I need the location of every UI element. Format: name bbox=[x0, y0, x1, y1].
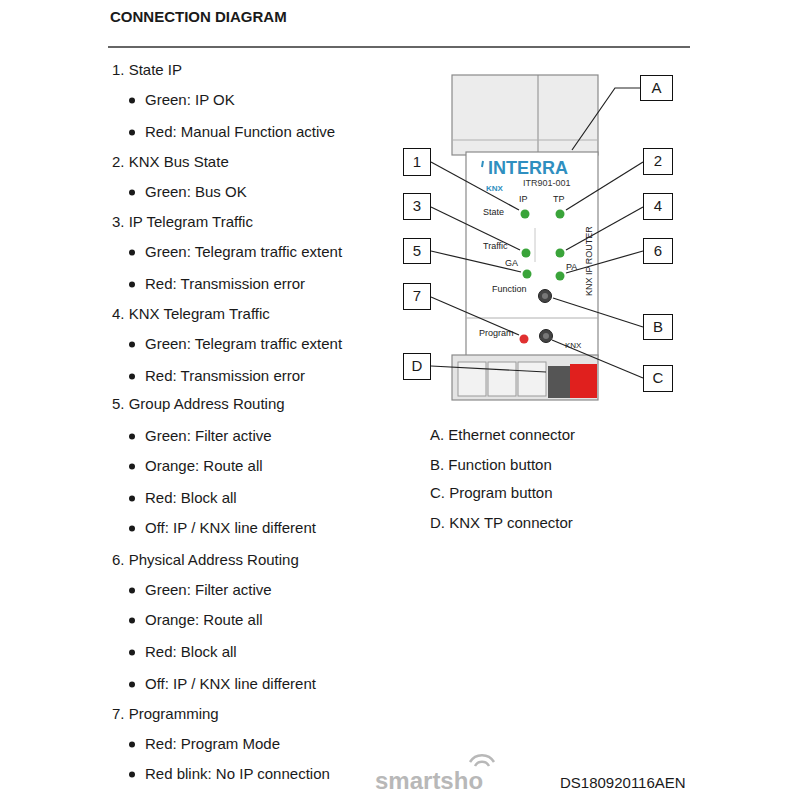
callout-box: B bbox=[643, 314, 673, 340]
list-item: Green: Filter active bbox=[145, 427, 272, 445]
led-label: PA bbox=[566, 262, 577, 273]
bullet-dot bbox=[129, 772, 135, 778]
list-item: Green: Telegram traffic extent bbox=[145, 243, 342, 261]
bullet-dot bbox=[129, 742, 135, 748]
list-heading: 3. IP Telegram Traffic bbox=[112, 213, 253, 231]
callout-box: A bbox=[640, 75, 673, 101]
list-item: Off: IP / KNX line different bbox=[145, 675, 316, 693]
list-heading: 4. KNX Telegram Traffic bbox=[112, 305, 270, 323]
model-number: ITR901-001 bbox=[523, 178, 571, 189]
led-label: GA bbox=[505, 258, 518, 269]
bullet-dot bbox=[129, 250, 135, 256]
list-item: Red: Block all bbox=[145, 643, 237, 661]
callout-letter: 2 bbox=[654, 153, 662, 170]
bullet-dot bbox=[129, 342, 135, 348]
part-description: D. KNX TP connector bbox=[430, 514, 573, 532]
led-label: IP bbox=[519, 194, 528, 205]
bullet-dot bbox=[129, 98, 135, 104]
diagram-title: CONNECTION DIAGRAM bbox=[110, 8, 287, 26]
callout-letter: 3 bbox=[413, 198, 421, 215]
bullet-dot bbox=[129, 130, 135, 136]
callout-letter: D bbox=[412, 358, 423, 375]
list-item: Red blink: No IP connection bbox=[145, 765, 330, 783]
callout-box: D bbox=[403, 353, 431, 380]
button-label: Program bbox=[479, 328, 514, 339]
list-heading: 5. Group Address Routing bbox=[112, 395, 285, 413]
knx-logo: KNX bbox=[486, 184, 503, 194]
led-label: State bbox=[483, 207, 504, 218]
part-description: B. Function button bbox=[430, 456, 552, 474]
list-item: Red: Program Mode bbox=[145, 735, 280, 753]
callout-box: C bbox=[643, 365, 673, 392]
bullet-dot bbox=[129, 496, 135, 502]
list-item: Green: IP OK bbox=[145, 91, 235, 109]
callout-letter: B bbox=[653, 319, 663, 336]
callout-box: 5 bbox=[403, 238, 431, 264]
list-item: Red: Transmission error bbox=[145, 275, 305, 293]
watermark: smartsho bbox=[375, 767, 483, 796]
list-heading: 6. Physical Address Routing bbox=[112, 551, 299, 569]
bullet-dot bbox=[129, 282, 135, 288]
part-description: C. Program button bbox=[430, 484, 553, 502]
brand-logo: INTERRA bbox=[488, 158, 568, 180]
list-heading: 2. KNX Bus State bbox=[112, 153, 229, 171]
led-label: TP bbox=[553, 194, 565, 205]
callout-letter: A bbox=[651, 80, 661, 97]
bullet-dot bbox=[129, 682, 135, 688]
callout-letter: 1 bbox=[413, 154, 421, 171]
button-label: Function bbox=[492, 284, 527, 295]
callout-box: 3 bbox=[403, 193, 431, 220]
list-item: Off: IP / KNX line different bbox=[145, 519, 316, 537]
bullet-dot bbox=[129, 588, 135, 594]
list-item: Red: Transmission error bbox=[145, 367, 305, 385]
list-item: Red: Manual Function active bbox=[145, 123, 335, 141]
device-name: KNX IP ROUTER bbox=[584, 226, 595, 296]
bullet-dot bbox=[129, 190, 135, 196]
list-heading: 1. State IP bbox=[112, 61, 182, 79]
bullet-dot bbox=[129, 650, 135, 656]
callout-letter: C bbox=[653, 370, 664, 387]
callout-box: 6 bbox=[643, 238, 673, 264]
connector-label: KNX bbox=[565, 341, 581, 351]
list-item: Red: Block all bbox=[145, 489, 237, 507]
callout-letter: 6 bbox=[654, 243, 662, 260]
callout-box: 4 bbox=[643, 193, 673, 220]
part-description: A. Ethernet connector bbox=[430, 426, 575, 444]
callout-box: 1 bbox=[403, 148, 431, 176]
document-code: DS180920116AEN bbox=[560, 774, 686, 792]
callout-letter: 5 bbox=[413, 243, 421, 260]
list-item: Orange: Route all bbox=[145, 611, 263, 629]
bullet-dot bbox=[129, 434, 135, 440]
list-item: Green: Filter active bbox=[145, 581, 272, 599]
list-item: Orange: Route all bbox=[145, 457, 263, 475]
callout-letter: 7 bbox=[413, 288, 421, 305]
callout-letter: 4 bbox=[654, 198, 662, 215]
bullet-dot bbox=[129, 618, 135, 624]
callout-box: 7 bbox=[403, 283, 431, 310]
list-heading: 7. Programming bbox=[112, 705, 219, 723]
bullet-dot bbox=[129, 526, 135, 532]
callout-box: 2 bbox=[643, 148, 673, 175]
bullet-dot bbox=[129, 374, 135, 380]
led-label: Traffic bbox=[483, 241, 508, 252]
list-item: Green: Bus OK bbox=[145, 183, 247, 201]
bullet-dot bbox=[129, 464, 135, 470]
list-item: Green: Telegram traffic extent bbox=[145, 335, 342, 353]
